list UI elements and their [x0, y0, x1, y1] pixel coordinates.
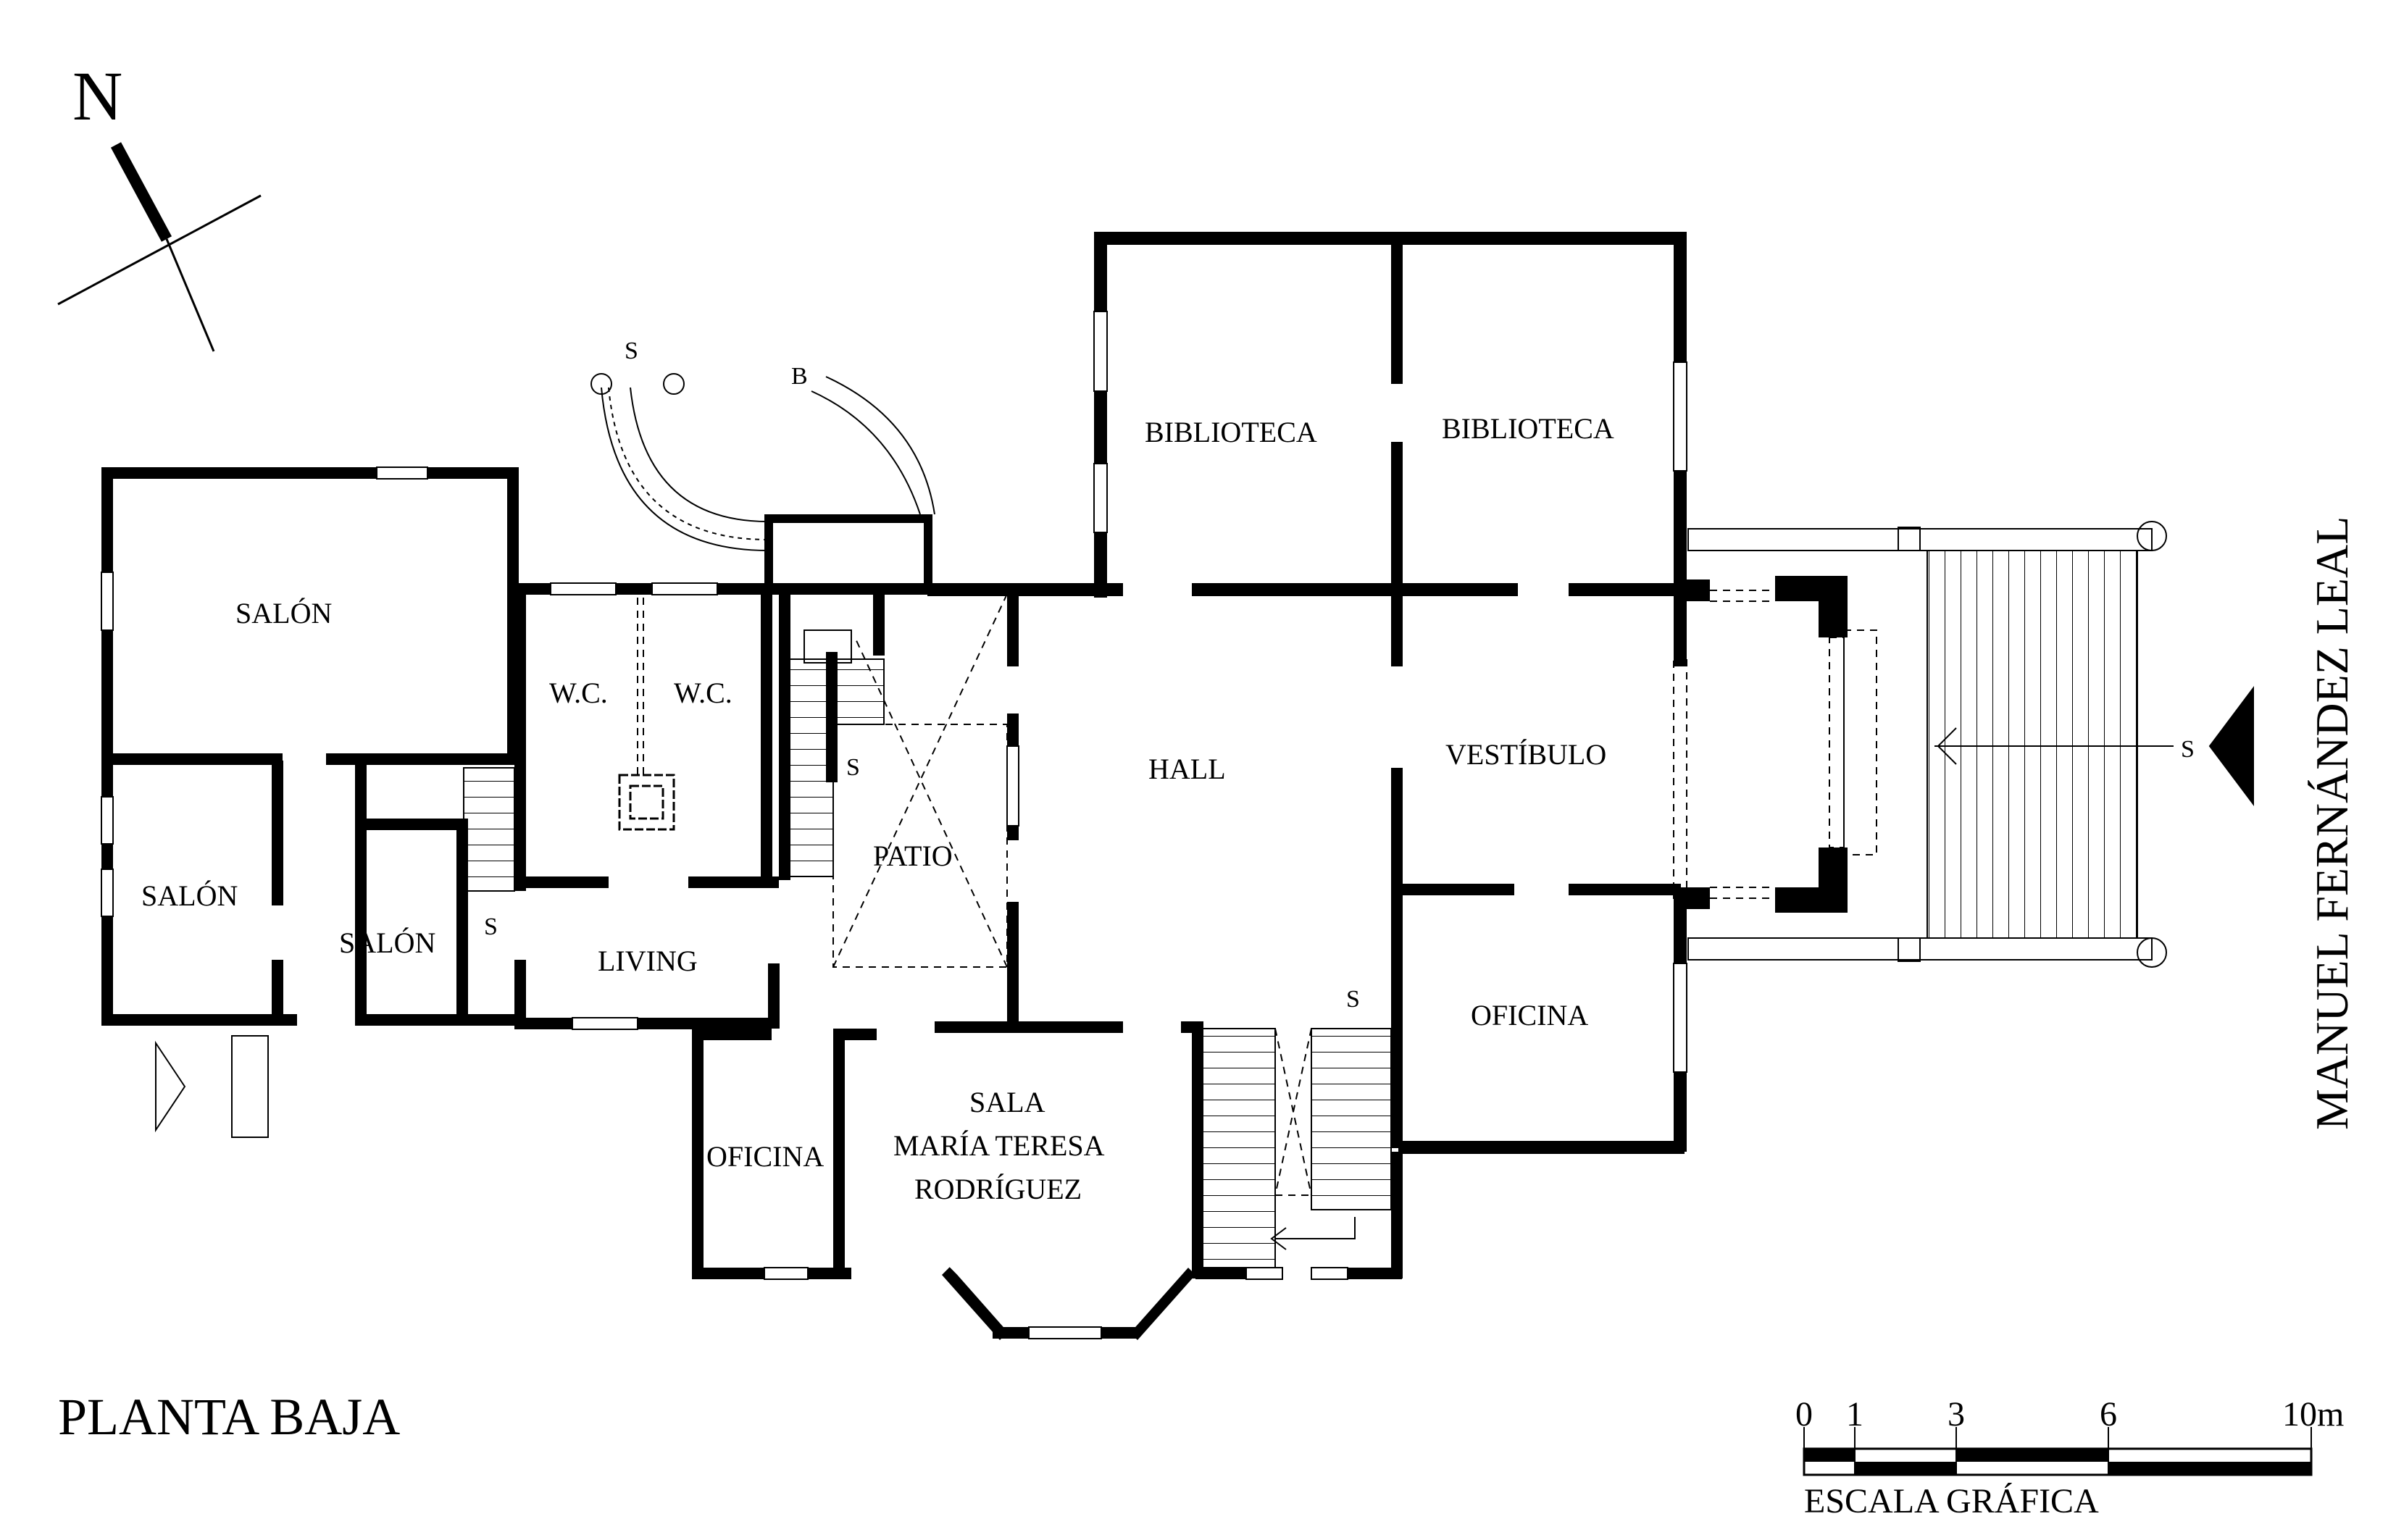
plan-title: PLANTA BAJA: [58, 1388, 400, 1446]
room-label-salon-small: SALÓN: [339, 926, 435, 959]
scale-bar: 0 1 3 6 10m ESCALA GRÁFICA: [1795, 1395, 2344, 1520]
room-label-wc-2: W.C.: [674, 677, 732, 709]
stair-mark-s-spiral: S: [625, 338, 638, 364]
north-label: N: [72, 57, 122, 135]
windows: [101, 311, 1687, 1339]
room-label-wc-1: W.C.: [549, 677, 608, 709]
scale-caption: ESCALA GRÁFICA: [1804, 1482, 2099, 1520]
room-label-oficina-right: OFICINA: [1471, 999, 1588, 1031]
stair-mark-s-hall: S: [1346, 986, 1360, 1013]
scale-tick-0: 0: [1795, 1395, 1813, 1434]
street-label: MANUEL FERNÁNDEZ LEAL: [2306, 516, 2358, 1130]
room-label-biblioteca-1: BIBLIOTECA: [1145, 416, 1317, 448]
room-label-living: LIVING: [598, 945, 698, 977]
north-arrow: N: [57, 57, 262, 352]
scale-tick-1: 1: [1846, 1395, 1863, 1434]
stair-mark-s-living: S: [484, 913, 498, 940]
room-label-salon-left: SALÓN: [141, 879, 238, 912]
room-label-salon-big: SALÓN: [235, 597, 332, 629]
stair-mark-s-entrance: S: [2181, 736, 2195, 763]
stair-mark-s-patio: S: [846, 754, 860, 781]
scale-tick-3: 3: [1948, 1395, 1965, 1434]
scale-tick-6: 6: [2100, 1395, 2117, 1434]
room-label-vestibulo: VESTÍBULO: [1445, 738, 1606, 771]
stair-mark-b-spiral: B: [791, 363, 808, 390]
walls: [101, 232, 1848, 1340]
room-label-patio: PATIO: [873, 840, 953, 872]
room-label-sala-line1: SALA: [969, 1086, 1045, 1118]
room-label-biblioteca-2: BIBLIOTECA: [1442, 412, 1614, 445]
room-label-hall: HALL: [1148, 753, 1226, 785]
room-label-oficina-left: OFICINA: [706, 1140, 824, 1173]
scale-tick-10m: 10m: [2282, 1395, 2344, 1434]
wc-fixtures: [618, 774, 675, 831]
room-label-sala-line3: RODRÍGUEZ: [914, 1173, 1082, 1205]
entrance-stair: [1687, 521, 2254, 968]
interior-stairs: [155, 629, 1392, 1268]
room-label-sala-line2: MARÍA TERESA: [893, 1129, 1105, 1162]
spiral-stairs: [590, 373, 935, 551]
